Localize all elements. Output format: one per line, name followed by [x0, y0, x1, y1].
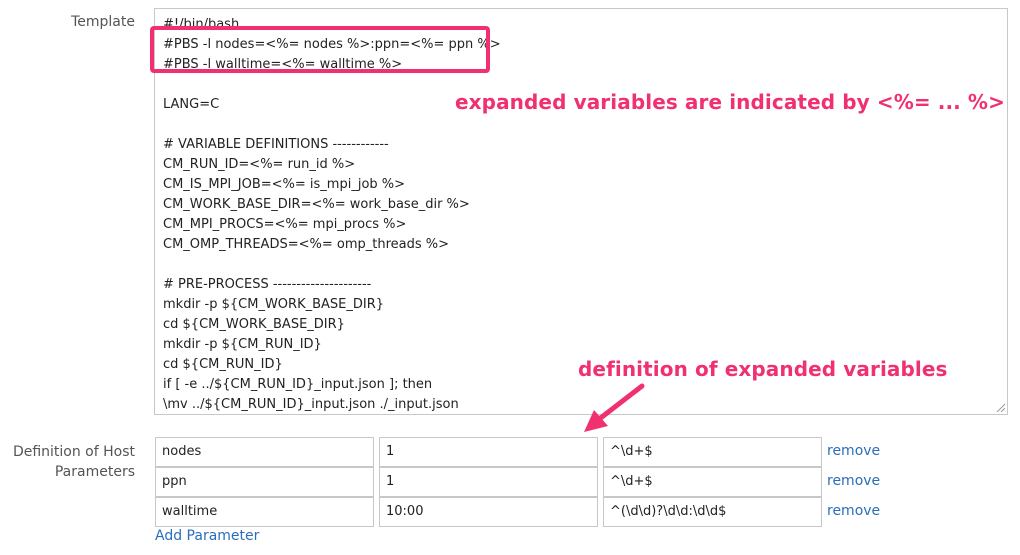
code-line: mkdir -p ${CM_WORK_BASE_DIR}	[163, 297, 385, 312]
remove-link[interactable]: remove	[827, 443, 881, 459]
code-line	[163, 115, 501, 135]
param-name-input[interactable]: ppn	[155, 467, 374, 497]
template-label: Template	[71, 14, 135, 30]
annotation-expanded-variables: expanded variables are indicated by <%= …	[455, 90, 1005, 114]
code-line: CM_IS_MPI_JOB=<%= is_mpi_job %>	[163, 177, 406, 192]
code-line: #!/bin/bash	[163, 17, 240, 32]
code-line: cd ${CM_RUN_ID}	[163, 357, 283, 372]
host-params-label: Definition of Host Parameters	[0, 442, 135, 482]
code-line: #PBS -l nodes=<%= nodes %>:ppn=<%= ppn %…	[163, 37, 501, 52]
annotation-definition: definition of expanded variables	[578, 357, 948, 381]
param-name-input[interactable]: walltime	[155, 497, 374, 527]
code-line: mkdir -p ${CM_RUN_ID}	[163, 337, 322, 352]
code-line: cd ${CM_WORK_BASE_DIR}	[163, 317, 345, 332]
code-line	[163, 75, 501, 95]
code-line: \mv ../${CM_RUN_ID}_input.json ./_input.…	[163, 397, 459, 412]
code-line: #PBS -l walltime=<%= walltime %>	[163, 57, 403, 72]
param-format-input[interactable]: ^(\d\d)?\d\d:\d\d$	[603, 497, 822, 527]
code-line: # PRE-PROCESS ---------------------	[163, 277, 372, 292]
code-line	[163, 255, 501, 275]
param-name-input[interactable]: nodes	[155, 437, 374, 467]
template-code: #!/bin/bash #PBS -l nodes=<%= nodes %>:p…	[163, 15, 501, 414]
template-textarea[interactable]: #!/bin/bash #PBS -l nodes=<%= nodes %>:p…	[154, 8, 1008, 415]
param-value-input[interactable]: 10:00	[379, 497, 598, 527]
code-line: # VARIABLE DEFINITIONS ------------	[163, 137, 389, 152]
code-line: CM_OMP_THREADS=<%= omp_threads %>	[163, 237, 449, 252]
code-line: CM_MPI_PROCS=<%= mpi_procs %>	[163, 217, 407, 232]
param-value-input[interactable]: 1	[379, 467, 598, 497]
param-format-input[interactable]: ^\d+$	[603, 467, 822, 497]
code-line: CM_RUN_ID=<%= run_id %>	[163, 157, 356, 172]
remove-link[interactable]: remove	[827, 473, 881, 489]
code-line: CM_WORK_BASE_DIR=<%= work_base_dir %>	[163, 197, 470, 212]
code-line: if [ -e ../${CM_RUN_ID}_input.json ]; th…	[163, 377, 433, 392]
param-format-input[interactable]: ^\d+$	[603, 437, 822, 467]
param-value-input[interactable]: 1	[379, 437, 598, 467]
remove-link[interactable]: remove	[827, 503, 881, 519]
add-parameter-link[interactable]: Add Parameter	[155, 528, 260, 544]
code-line: LANG=C	[163, 97, 220, 112]
resize-grip-icon[interactable]	[995, 402, 1005, 412]
host-params-label-line1: Definition of Host	[12, 444, 135, 460]
host-params-label-line2: Parameters	[54, 464, 135, 480]
